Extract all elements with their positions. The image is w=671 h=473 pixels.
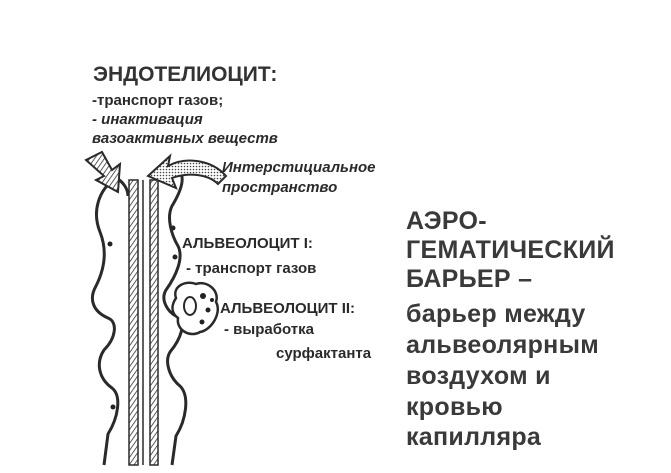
alveolocyte-II-function-1: - выработка: [224, 321, 314, 338]
nucleus-dot: [110, 404, 116, 410]
alveolocyte-I-outline: [158, 167, 188, 466]
alveolocyte-I-function: - транспорт газов: [186, 260, 317, 277]
endotheliocyte-function-2: - инактивация: [92, 111, 203, 128]
barrier-heading-1: АЭРО-: [406, 207, 487, 235]
endotheliocyte-arrow: [84, 150, 122, 194]
alveolocyte-II-title: АЛЬВЕОЛОЦИТ II:: [220, 300, 356, 317]
barrier-heading-2: ГЕМАТИЧЕСКИЙ: [406, 236, 615, 264]
endotheliocyte-function-1: -транспорт газов;: [92, 92, 224, 109]
endotheliocyte-title: ЭНДОТЕЛИОЦИТ:: [93, 63, 278, 86]
endotheliocyte-function-2-cont: вазоактивных веществ: [92, 130, 278, 147]
endothelial-cell-outline: [91, 176, 120, 466]
basement-membrane-right: [149, 179, 159, 466]
nucleus-dot: [172, 254, 178, 260]
nucleus-dot: [107, 241, 113, 247]
interstitial-label-1: Интерстициальное: [222, 159, 376, 176]
barrier-description-4: кровью: [406, 393, 503, 421]
barrier-description-2: альвеолярным: [406, 331, 600, 359]
basement-membrane-left: [128, 179, 139, 466]
interstitial-label-2: пространство: [222, 179, 338, 196]
barrier-description-1: барьер между: [406, 300, 586, 328]
alveolocyte-II-function-2: сурфактанта: [276, 345, 372, 362]
barrier-description-5: капилляра: [406, 423, 542, 451]
barrier-heading-3: БАРЬЕР –: [406, 265, 533, 293]
barrier-description-3: воздухом и: [406, 362, 551, 390]
alveolocyte-I-title: АЛЬВЕОЛОЦИТ I:: [182, 235, 313, 252]
interstitial-arrow: [146, 153, 228, 190]
